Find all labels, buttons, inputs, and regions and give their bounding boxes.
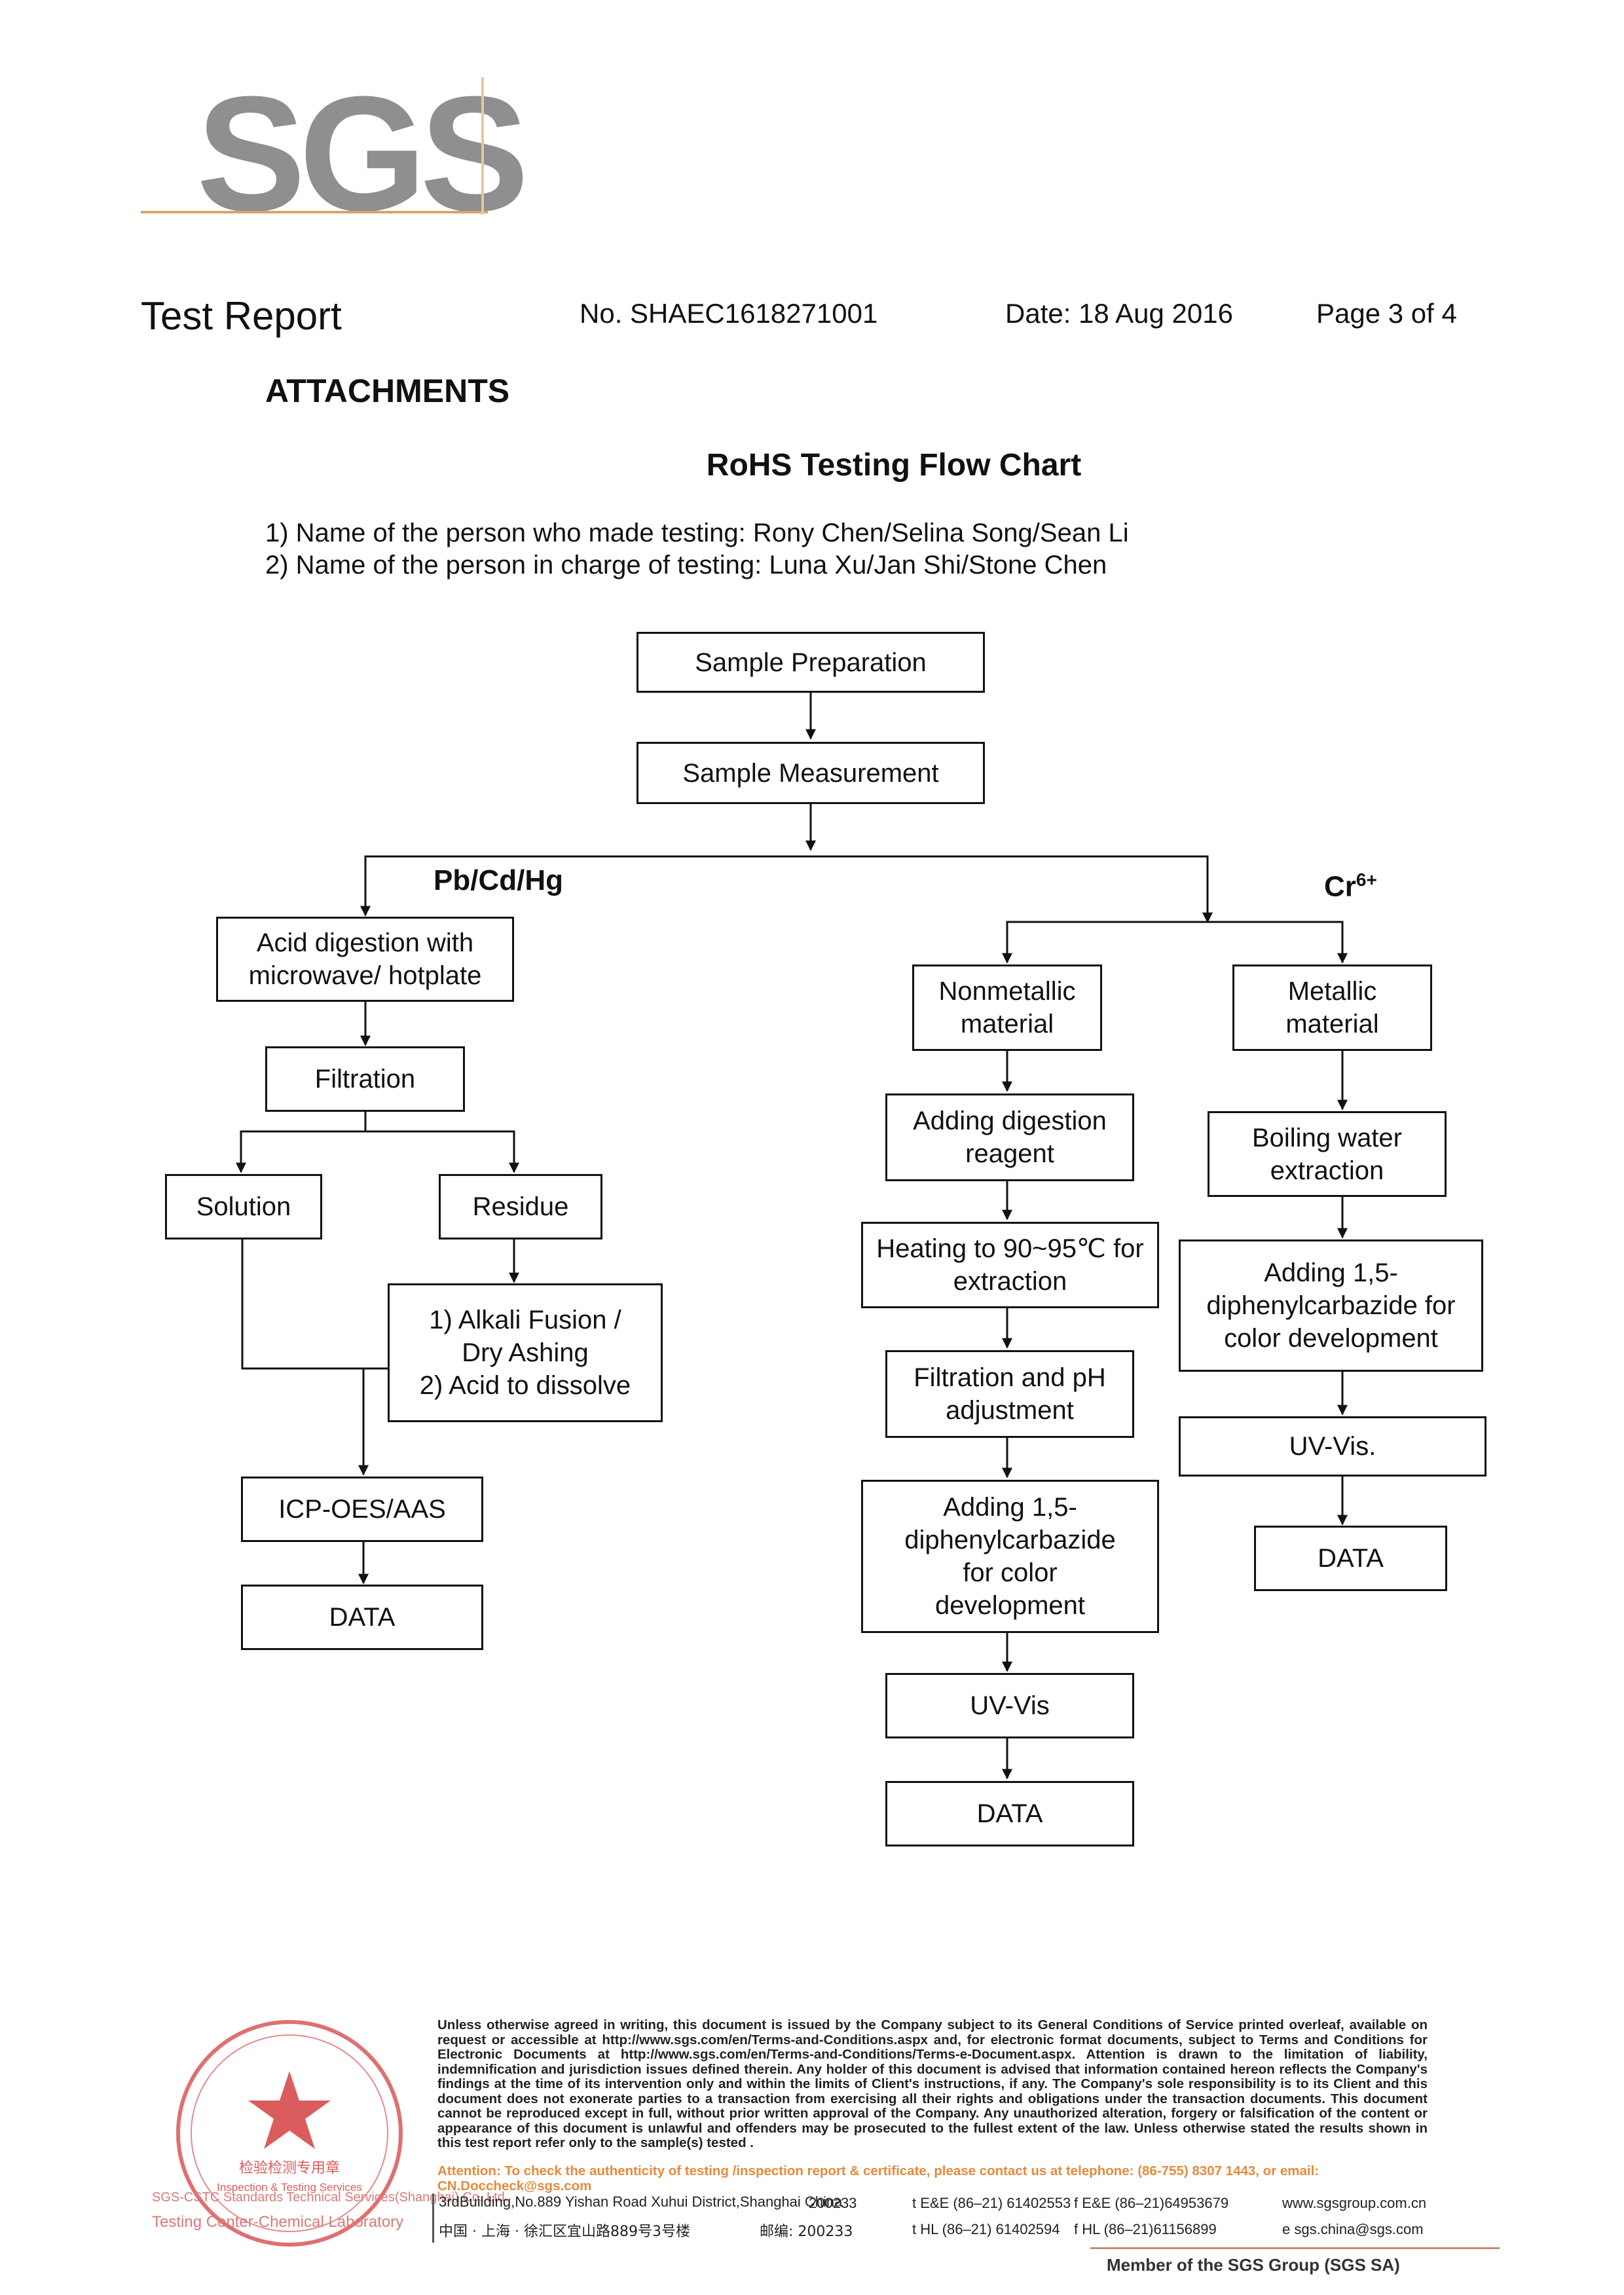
website: www.sgsgroup.com.cn — [1282, 2195, 1427, 2211]
attention-text: Attention: To check the authenticity of … — [437, 2163, 1320, 2194]
sample-measurement-box: Sample Measurement — [637, 742, 985, 804]
member-rule — [1090, 2247, 1500, 2249]
person-in-charge: 2) Name of the person in charge of testi… — [265, 551, 1107, 579]
report-number: No. SHAEC1618271001 — [580, 298, 878, 329]
zip-chinese: 邮编: 200233 — [760, 2224, 853, 2240]
sample-preparation-box: Sample Preparation — [637, 632, 985, 693]
sgs-logo: SGS — [196, 62, 529, 245]
page-number: Page 3 of 4 — [1316, 298, 1457, 329]
lab-name-line-1: SGS-CSTC Standards Technical Services(Sh… — [152, 2190, 509, 2205]
persons-block: 1) Name of the person who made testing: … — [265, 517, 1129, 581]
logo-underline — [141, 211, 488, 213]
alkali-line-2: Dry Ashing — [462, 1338, 589, 1367]
adding-diphenyl-middle-box: Adding 1,5-diphenylcarbazide for color d… — [861, 1480, 1159, 1633]
uvvis-middle-box: UV-Vis — [885, 1673, 1134, 1738]
member-line: Member of the SGS Group (SGS SA) — [1107, 2255, 1400, 2275]
icp-box: ICP-OES/AAS — [241, 1477, 483, 1542]
fax-hl: f HL (86–21)61156899 — [1074, 2221, 1217, 2237]
tel-hl: t HL (86–21) 61402594 — [912, 2221, 1060, 2237]
logo-vertical-line — [481, 77, 484, 215]
metallic-box: Metallic material — [1232, 964, 1432, 1051]
svg-text:Inspection & Testing Services: Inspection & Testing Services — [217, 2181, 362, 2194]
solution-box: Solution — [165, 1174, 322, 1239]
heating-box: Heating to 90~95℃ for extraction — [861, 1222, 1159, 1308]
residue-box: Residue — [439, 1174, 602, 1239]
digestion-reagent-box: Adding digestion reagent — [885, 1093, 1134, 1181]
uvvis-right-box: UV-Vis. — [1179, 1416, 1486, 1477]
footer-divider — [432, 2194, 434, 2243]
stamp-star-icon — [248, 2071, 331, 2149]
address-chinese: 中国 · 上海 · 徐汇区宜山路889号3号楼 — [439, 2224, 690, 2240]
nonmetallic-box: Nonmetallic material — [912, 964, 1102, 1051]
alkali-line-3: 2) Acid to dissolve — [419, 1371, 631, 1400]
split-line — [364, 855, 1209, 922]
tel-ee: t E&E (86–21) 61402553 — [912, 2195, 1071, 2211]
chart-title: RoHS Testing Flow Chart — [706, 448, 1082, 483]
arrow-to-solution — [236, 1112, 367, 1173]
disclaimer-text: Unless otherwise agreed in writing, this… — [437, 2017, 1428, 2150]
filtration-ph-box: Filtration and pH adjustment — [885, 1350, 1134, 1438]
alkali-line-1: 1) Alkali Fusion / — [429, 1306, 621, 1334]
report-title: Test Report — [141, 294, 342, 338]
fax-ee: f E&E (86–21)64953679 — [1074, 2195, 1229, 2211]
svg-text:检验检测专用章: 检验检测专用章 — [239, 2160, 340, 2176]
boiling-water-box: Boiling water extraction — [1208, 1111, 1447, 1197]
branch-label-cr: Cr6+ — [1324, 870, 1377, 903]
branch-label-pb-cd-hg: Pb/Cd/Hg — [434, 864, 563, 896]
cr-superscript: 6+ — [1356, 870, 1377, 890]
acid-digestion-box: Acid digestion with microwave/ hotplate — [216, 917, 514, 1002]
address-english: 3rdBuilding,No.889 Yishan Road Xuhui Dis… — [439, 2194, 843, 2210]
zip-english: 200233 — [809, 2195, 857, 2211]
split-cr-line — [1006, 921, 1344, 963]
lab-name-line-2: Testing Center-Chemical Laboratory — [152, 2213, 404, 2231]
line-solution-join — [241, 1239, 388, 1370]
email: e sgs.china@sgs.com — [1282, 2221, 1424, 2237]
filtration-box: Filtration — [265, 1046, 465, 1112]
section-heading: ATTACHMENTS — [265, 373, 510, 409]
arrow-to-residue — [365, 1130, 519, 1173]
middle-data-box: DATA — [885, 1781, 1134, 1846]
inspection-stamp: 检验检测专用章 Inspection & Testing Services — [176, 2020, 403, 2247]
alkali-fusion-box: 1) Alkali Fusion / Dry Ashing 2) Acid to… — [388, 1283, 663, 1422]
left-data-box: DATA — [241, 1585, 483, 1650]
report-date: Date: 18 Aug 2016 — [1005, 298, 1233, 329]
adding-diphenyl-right-box: Adding 1,5-diphenylcarbazide for color d… — [1179, 1239, 1483, 1372]
right-data-box: DATA — [1254, 1526, 1447, 1591]
person-made-testing: 1) Name of the person who made testing: … — [265, 519, 1129, 547]
